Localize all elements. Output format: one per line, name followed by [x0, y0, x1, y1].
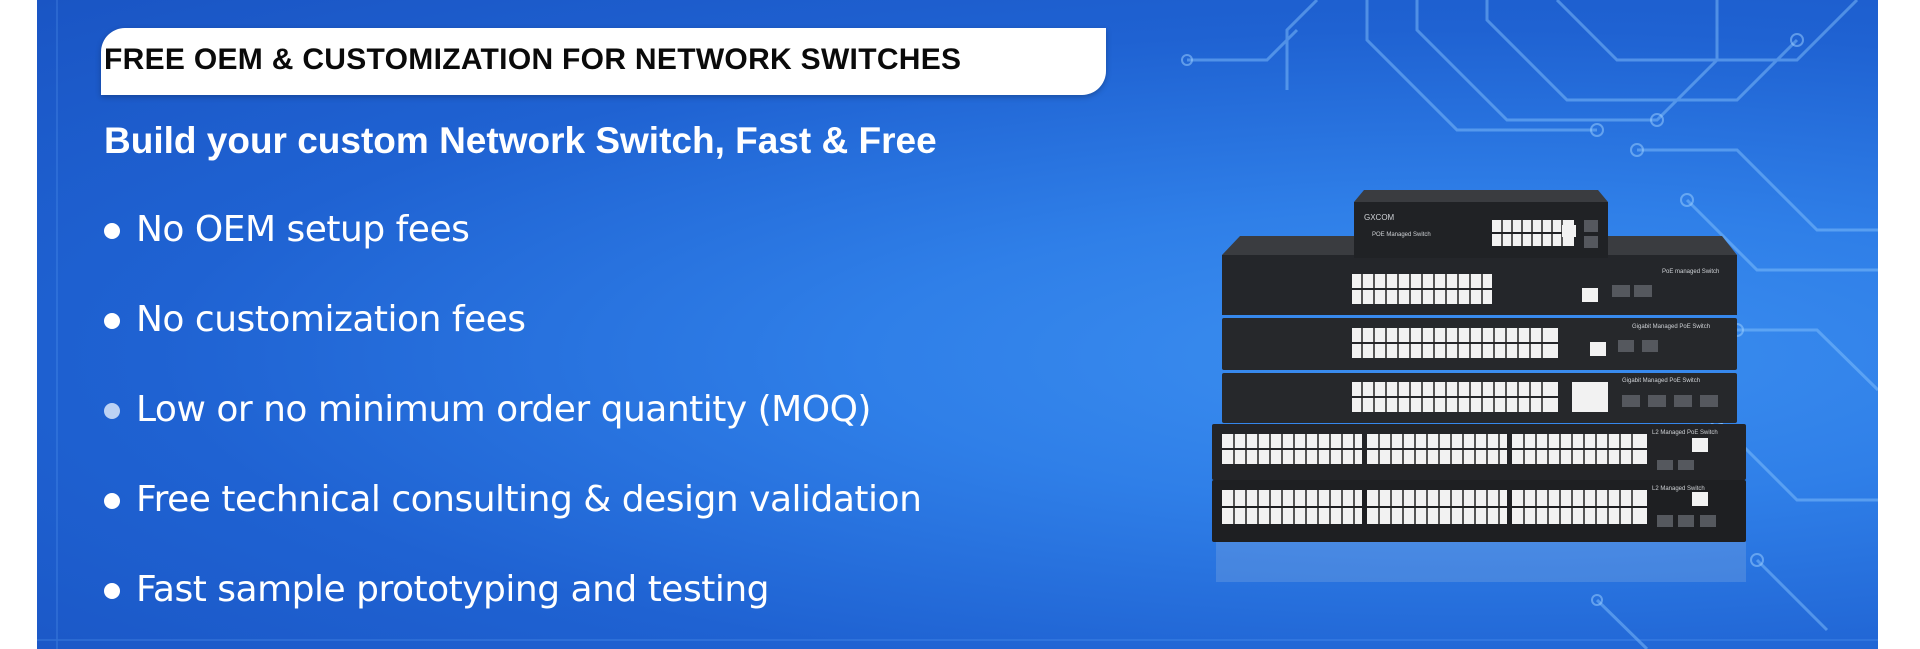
list-item: No OEM setup fees [104, 198, 921, 288]
unit-label: PoE managed Switch [1662, 269, 1719, 275]
unit-label: Gigabit Managed PoE Switch [1622, 378, 1700, 384]
headline-tag [101, 28, 1106, 95]
unit-label: L2 Managed Switch [1652, 486, 1705, 492]
bullet-icon [104, 493, 120, 509]
brand-label: GXCOM [1364, 213, 1395, 222]
unit-label: POE Managed Switch [1372, 232, 1431, 238]
unit-label: L2 Managed PoE Switch [1652, 430, 1718, 436]
feature-text: No customization fees [136, 299, 526, 340]
list-item: Free technical consulting & design valid… [104, 468, 922, 558]
promo-banner: GXCOM POE Managed Switch PoE managed Swi… [37, 0, 1878, 649]
network-switch-stack-image: GXCOM POE Managed Switch PoE managed Swi… [1212, 190, 1746, 582]
list-item: Low or no minimum order quantity (MOQ) [104, 378, 921, 468]
bullet-icon [104, 583, 120, 599]
feature-text: Low or no minimum order quantity (MOQ) [136, 389, 871, 430]
bullet-icon [104, 313, 120, 329]
list-item: No customization fees [104, 288, 921, 378]
unit-label: Gigabit Managed PoE Switch [1632, 324, 1710, 330]
bullet-icon [104, 403, 120, 419]
feature-text: Free technical consulting & design valid… [136, 479, 922, 520]
list-item: Fast sample prototyping and testing [104, 558, 921, 648]
subtitle: Build your custom Network Switch, Fast &… [104, 120, 937, 161]
bullet-icon [104, 223, 120, 239]
feature-text: Fast sample prototyping and testing [136, 569, 770, 610]
headline-text: FREE OEM & CUSTOMIZATION FOR NETWORK SWI… [104, 43, 962, 76]
feature-list: No OEM setup fees No customization fees … [104, 198, 922, 648]
feature-text: No OEM setup fees [136, 209, 470, 250]
